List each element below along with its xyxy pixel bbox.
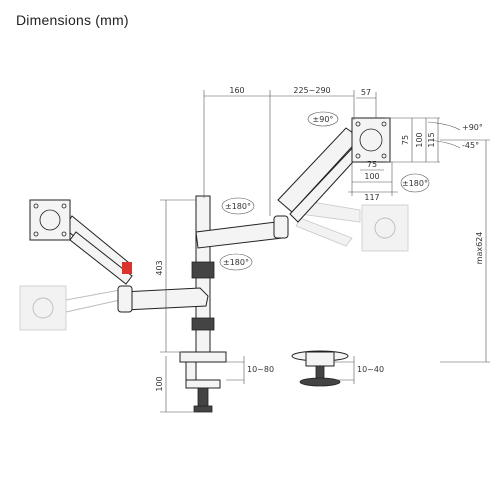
rotation-tilt-down: -45°	[462, 141, 479, 150]
left-vesa-plate	[29, 199, 71, 241]
dim-100-horizontal: 100	[364, 172, 379, 181]
lower-horizontal-arm	[117, 285, 209, 313]
rotation-swivel-top: ±90°	[313, 115, 334, 124]
ghost-right-monitor-mount	[295, 199, 409, 252]
dim-grommet-range: 10~40	[357, 365, 384, 374]
dim-403: 403	[155, 260, 164, 275]
desk-clamp	[179, 351, 227, 413]
dim-75-horizontal: 75	[367, 160, 377, 169]
rotation-swivel-mid: ±180°	[225, 202, 251, 211]
dim-100-vertical: 100	[415, 132, 424, 147]
dim-100-base: 100	[155, 376, 164, 391]
rotation-monitor-rotate: ±180°	[402, 179, 428, 188]
grommet-mount	[291, 350, 349, 387]
dim-57: 57	[361, 88, 371, 97]
left-gas-spring-arm	[63, 215, 133, 285]
dim-115-vertical: 115	[427, 132, 436, 147]
diagram-title: Dimensions (mm)	[16, 12, 129, 28]
ghost-left-monitor-mount	[19, 285, 121, 331]
rotation-tilt-up: +90°	[462, 123, 483, 132]
upper-horizontal-arm	[195, 215, 289, 249]
dim-160: 160	[229, 86, 244, 95]
right-vesa-plate	[351, 117, 391, 163]
dim-117-horizontal: 117	[364, 193, 379, 202]
vertical-pole	[191, 195, 215, 357]
rotation-swivel-base: ±180°	[223, 258, 249, 267]
dim-clamp-range: 10~80	[247, 365, 274, 374]
dim-75-vertical: 75	[401, 135, 410, 145]
dim-max624: max624	[475, 232, 484, 265]
dim-225-290: 225~290	[293, 86, 330, 95]
